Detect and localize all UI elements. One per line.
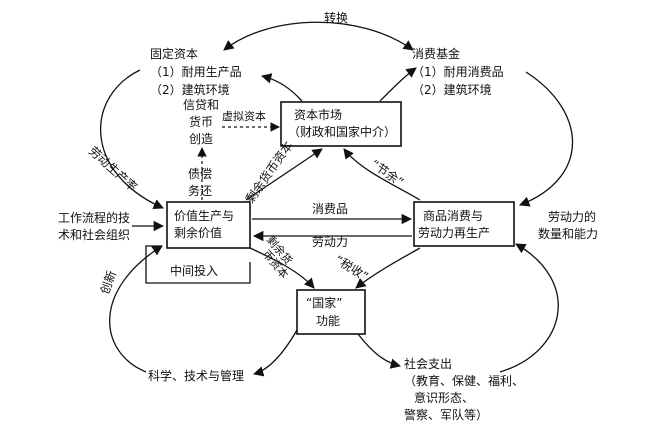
capital-market-title: 资本市场 [294, 107, 342, 122]
svg-text:（教育、保健、福利、: （教育、保健、福利、 [404, 373, 524, 388]
capital-market-subtitle: （财政和国家中介） [288, 124, 396, 139]
market-to-consumption-fund-arrow [379, 67, 417, 102]
svg-text:（2）建筑环境: （2）建筑环境 [412, 82, 492, 97]
fixed-capital-label: 固定资本 （1）耐用生产品 （2）建筑环境 [150, 46, 242, 97]
tax-arrow [355, 247, 421, 289]
labor-capacity-label: 劳动力的 数量和能力 [538, 209, 598, 241]
svg-text:（1）耐用消费品: （1）耐用消费品 [412, 65, 504, 79]
svg-text:意识形态、: 意识形态、 [414, 390, 474, 405]
state-function-title: “国家” [306, 295, 342, 310]
svg-text:创造: 创造 [189, 132, 213, 146]
consumption-fund-return-arrow [519, 71, 574, 207]
svg-text:（2）建筑环境: （2）建筑环境 [150, 82, 230, 97]
state-to-social-expenditure-arrow [357, 333, 402, 369]
labor-force-label: 劳动力 [312, 235, 348, 249]
state-to-science-arrow [253, 329, 298, 377]
workflow-tech-label: 工作流程的技 术和社会组织 [58, 210, 130, 242]
social-expenditure-label: 社会支出 （教育、保健、福利、 意识形态、 警察、军队等） [404, 356, 524, 422]
consumer-goods-label: 消费品 [312, 202, 348, 216]
surplus-money-capital-2-label: 剩余货 币资本 [260, 233, 296, 281]
credit-money-label: 信贷和 货币 创造 [183, 98, 219, 146]
savings-arrow [343, 148, 421, 201]
svg-text:警察、军队等）: 警察、军队等） [404, 407, 488, 422]
value-production-box: 价值生产与 剩余价值 [166, 201, 251, 249]
capital-market-box: 资本市场 （财政和国家中介） [280, 101, 402, 147]
conversion-label: 转换 [324, 10, 348, 25]
intermediate-input-box: 中间投入 [145, 245, 251, 284]
surplus-to-state-arrow [249, 247, 315, 289]
svg-text:务还: 务还 [188, 183, 212, 198]
svg-text:固定资本: 固定资本 [150, 46, 198, 61]
commodity-consumption-title: 商品消费与 [423, 208, 483, 223]
debt-repayment-label: 债偿 务还 [188, 166, 212, 198]
value-production-subtitle: 剩余价值 [174, 225, 222, 240]
tax-label: “税收” [332, 253, 370, 284]
science-tech-label: 科学、技术与管理 [148, 368, 244, 383]
commodity-consumption-subtitle: 劳动力再生产 [418, 226, 490, 240]
savings-label: “节余” [368, 156, 406, 189]
svg-text:数量和能力: 数量和能力 [538, 226, 598, 241]
intermediate-input-label: 中间投入 [170, 263, 218, 278]
surplus-money-capital-arrow [245, 148, 323, 201]
market-to-fixed-capital-arrow [260, 73, 303, 102]
fictitious-capital-label: 虚拟资本 [222, 109, 266, 123]
svg-text:消费基金: 消费基金 [412, 46, 460, 61]
svg-text:劳动力的: 劳动力的 [548, 209, 596, 224]
svg-text:术和社会组织: 术和社会组织 [58, 227, 130, 242]
innovation-arrow [109, 245, 163, 373]
labor-productivity-arrow [99, 69, 164, 209]
svg-text:债偿: 债偿 [188, 166, 212, 181]
svg-text:货币: 货币 [189, 114, 213, 129]
svg-text:社会支出: 社会支出 [404, 356, 452, 371]
state-function-box: “国家” 功能 [296, 289, 366, 335]
value-production-title: 价值生产与 [174, 208, 234, 223]
conversion-arrow [223, 21, 414, 51]
svg-text:（1）耐用生产品: （1）耐用生产品 [150, 65, 242, 79]
state-function-subtitle: 功能 [316, 314, 340, 328]
svg-text:工作流程的技: 工作流程的技 [58, 210, 130, 225]
social-expenditure-return-arrow [499, 243, 559, 373]
svg-text:信贷和: 信贷和 [183, 98, 219, 112]
innovation-label: 创新 [97, 268, 119, 296]
commodity-consumption-box: 商品消费与 劳动力再生产 [413, 201, 515, 247]
consumption-fund-label: 消费基金 （1）耐用消费品 （2）建筑环境 [412, 46, 504, 97]
